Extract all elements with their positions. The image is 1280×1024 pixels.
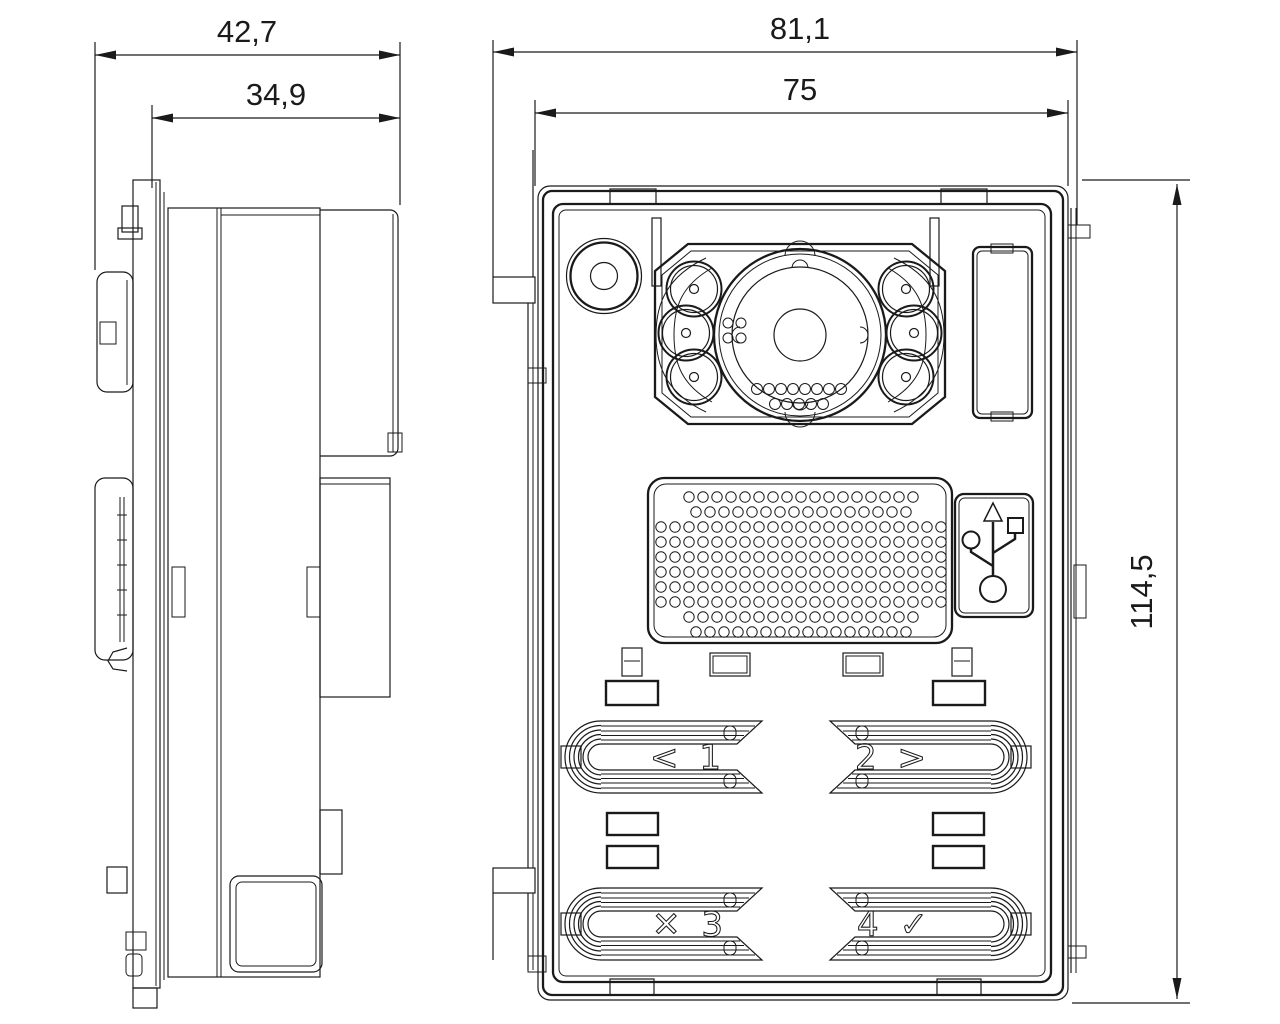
front-housing xyxy=(537,185,1069,1001)
call-button-2-label: 2 > xyxy=(855,738,931,778)
usb-icon xyxy=(961,501,1024,603)
front-slot-right xyxy=(929,217,940,287)
camera-mic-holes xyxy=(751,383,847,410)
camera-lens xyxy=(712,240,888,428)
side-top-screw xyxy=(117,205,143,240)
front-slot-left xyxy=(651,217,662,287)
dim-value: 81,1 xyxy=(770,11,830,46)
side-bottom-box xyxy=(229,875,323,973)
dim-front-plate-width: 75 xyxy=(534,72,1069,186)
call-button-4-label: 4 ✓ xyxy=(857,905,933,945)
side-camera-bump xyxy=(96,271,134,393)
ir-led-array xyxy=(657,260,943,406)
call-button-1-label: < 1 xyxy=(650,738,726,778)
side-front-plate xyxy=(132,179,165,1009)
front-fixing-tabs xyxy=(609,188,988,996)
usb-flap xyxy=(953,492,1035,619)
dim-value: 114,5 xyxy=(1124,554,1159,629)
label-windows xyxy=(604,647,987,870)
speaker-grille xyxy=(646,476,954,645)
call-button-2: 2 > xyxy=(829,720,1032,794)
side-body xyxy=(167,207,321,978)
dimension-annotations: 42,7 34,9 81,1 75 xyxy=(94,11,1190,1004)
call-button-3: ✕ 3 xyxy=(560,887,763,961)
side-rear-small-box xyxy=(319,809,343,875)
front-left-rail xyxy=(492,150,547,973)
front-right-rail xyxy=(1067,208,1091,973)
dim-side-body-depth: 34,9 xyxy=(151,77,400,188)
call-button-4: 4 ✓ xyxy=(829,887,1032,961)
dim-value: 42,7 xyxy=(217,14,277,49)
dim-value: 34,9 xyxy=(246,77,306,112)
side-rear-mid-box xyxy=(319,477,391,698)
side-view xyxy=(94,179,403,1009)
card-holder xyxy=(971,243,1034,422)
dim-side-overall-depth: 42,7 xyxy=(94,14,401,270)
dim-front-overall-width: 81,1 xyxy=(492,11,1078,225)
side-speaker-bump xyxy=(94,477,134,672)
call-button-1: < 1 xyxy=(560,720,763,794)
camera-module xyxy=(653,240,947,428)
dim-value: 75 xyxy=(783,72,817,107)
call-button-3-label: ✕ 3 xyxy=(652,905,728,945)
grille-holes xyxy=(655,491,947,638)
front-face-plate xyxy=(551,202,1053,984)
front-view: < 1 2 > ✕ 3 4 ✓ xyxy=(492,150,1091,1001)
side-bottom-clips xyxy=(106,866,147,977)
dim-front-overall-height: 114,5 xyxy=(1072,179,1190,1004)
microphone-hole xyxy=(565,237,643,315)
side-rear-top-box xyxy=(320,209,403,457)
